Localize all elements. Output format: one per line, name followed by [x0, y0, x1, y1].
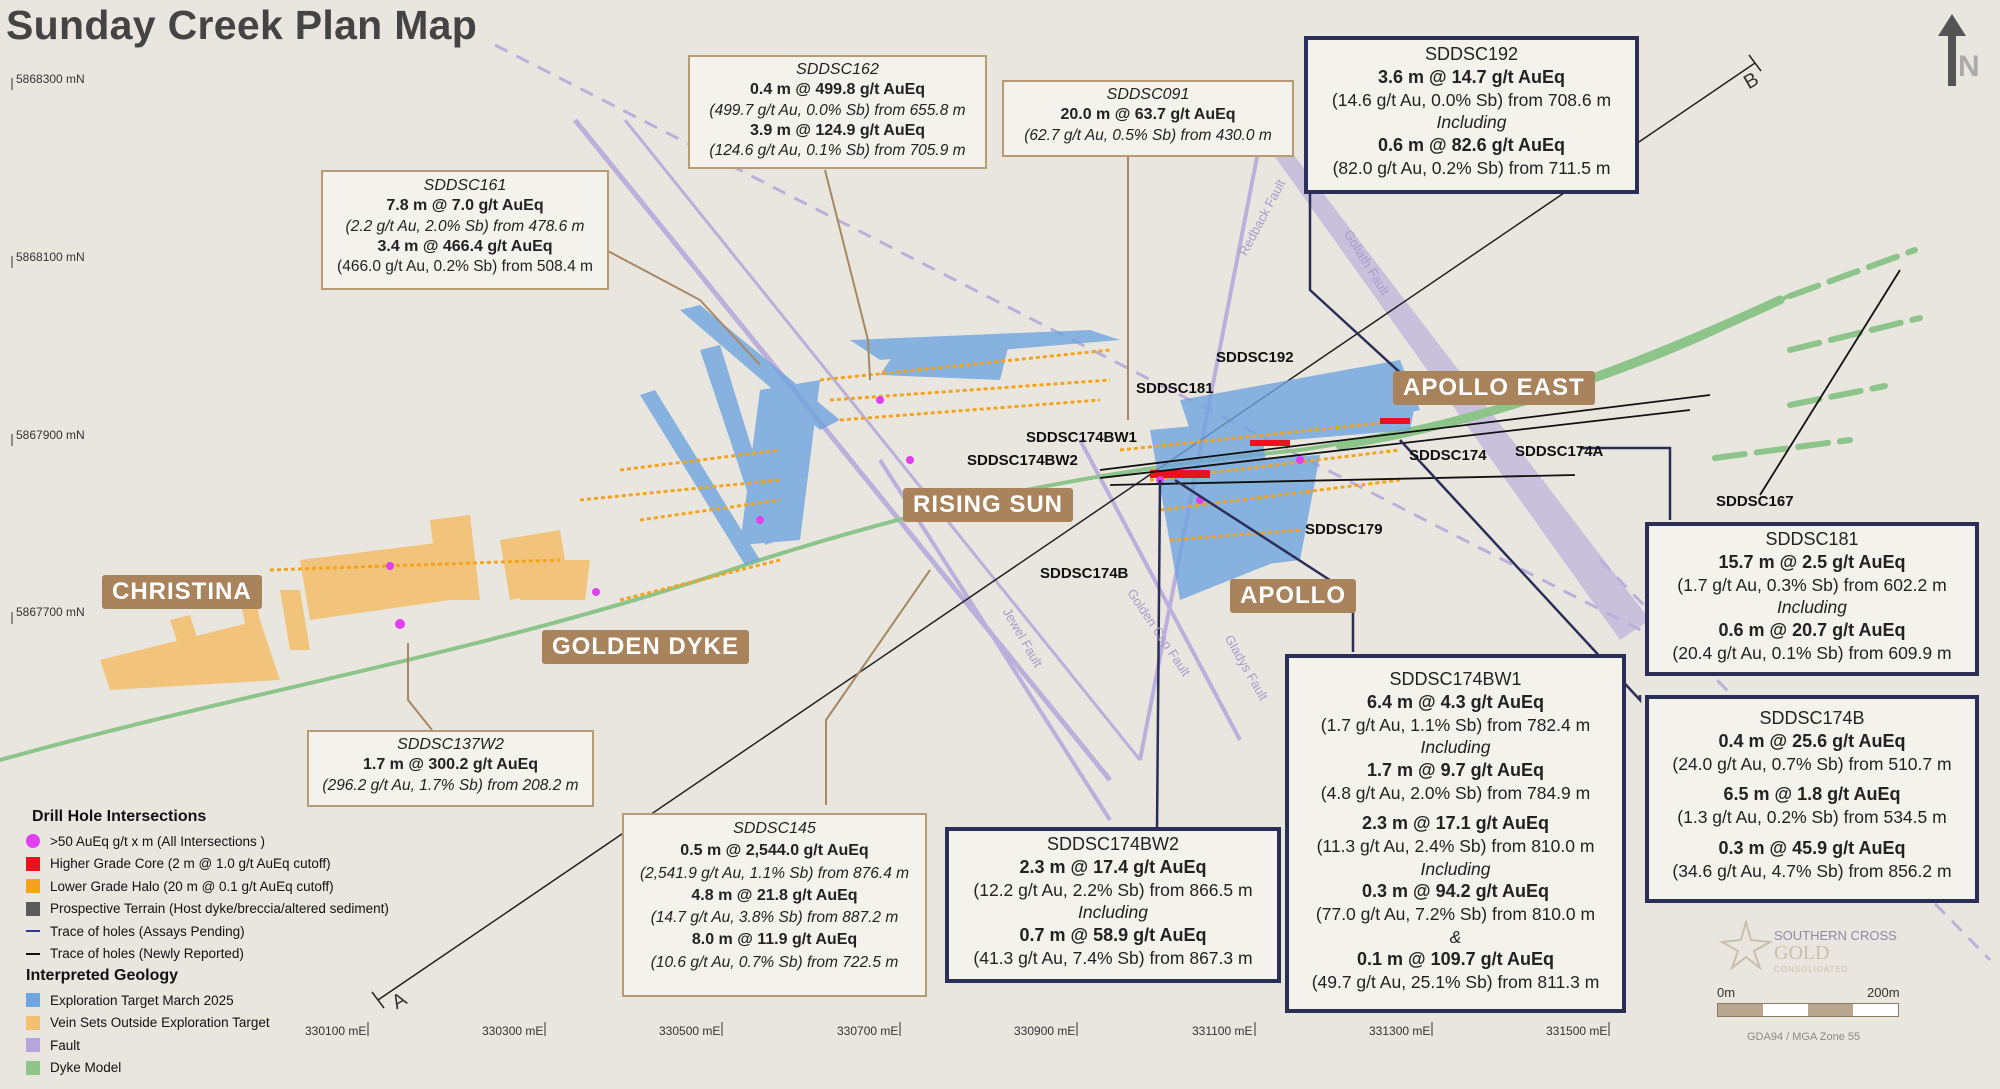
- legend-item: Higher Grade Core (2 m @ 1.0 g/t AuEq cu…: [26, 853, 389, 876]
- legend-swatch: [26, 930, 40, 933]
- legend-item: Fault: [26, 1034, 389, 1057]
- hole-label-sddsc174b: SDDSC174B: [1040, 565, 1129, 582]
- section-line-a-b: [377, 62, 1756, 1001]
- legend-swatch: [26, 993, 40, 1008]
- scale-datum: GDA94 / MGA Zone 55: [1747, 1031, 1861, 1043]
- northing-tick: 5867900 mN: [16, 428, 85, 442]
- easting-tick: 330300 mE: [482, 1024, 544, 1038]
- easting-tick: 331300 mE: [1369, 1024, 1431, 1038]
- area-label-golden-dyke: GOLDEN DYKE: [542, 630, 750, 664]
- result-box-sddsc091: SDDSC091 20.0 m @ 63.7 g/t AuEq (62.7 g/…: [1002, 80, 1294, 157]
- easting-tick: 331100 mE: [1192, 1024, 1253, 1038]
- result-box-sddsc145: SDDSC145 0.5 m @ 2,544.0 g/t AuEq (2,541…: [622, 813, 927, 997]
- result-box-sddsc174bw1: SDDSC174BW1 6.4 m @ 4.3 g/t AuEq (1.7 g/…: [1285, 654, 1626, 1013]
- hole-label-sddsc174bw2: SDDSC174BW2: [967, 452, 1078, 469]
- legend-item: Vein Sets Outside Exploration Target: [26, 1012, 389, 1035]
- legend-heading-geology: Interpreted Geology: [26, 967, 179, 984]
- legend-item: Exploration Target March 2025: [26, 989, 389, 1012]
- scale-end: 200m: [1867, 985, 1900, 1000]
- legend-swatch: [26, 879, 40, 894]
- legend-item: Lower Grade Halo (20 m @ 0.1 g/t AuEq cu…: [26, 875, 389, 898]
- scale-bar-graphic: [1717, 1003, 1899, 1017]
- result-box-sddsc181: SDDSC181 15.7 m @ 2.5 g/t AuEq (1.7 g/t …: [1645, 522, 1979, 676]
- result-box-sddsc162: SDDSC162 0.4 m @ 499.8 g/t AuEq (499.7 g…: [688, 55, 987, 169]
- legend-swatch: [26, 1060, 40, 1075]
- hole-label-sddsc167: SDDSC167: [1716, 493, 1794, 510]
- logo-line2: GOLD: [1774, 942, 1830, 964]
- legend: Drill Hole Intersections >50 AuEq g/t x …: [26, 806, 389, 1079]
- hole-label-sddsc192: SDDSC192: [1216, 349, 1294, 366]
- hole-label-sddsc174: SDDSC174: [1409, 447, 1487, 464]
- higher-grade-core: [1150, 418, 1410, 478]
- legend-swatch: [26, 952, 40, 955]
- legend-swatch: [26, 856, 40, 871]
- easting-tick: 330500 mE: [659, 1024, 721, 1038]
- result-box-sddsc174b: SDDSC174B 0.4 m @ 25.6 g/t AuEq (24.0 g/…: [1645, 695, 1979, 903]
- hole-label-sddsc181: SDDSC181: [1136, 380, 1214, 397]
- hole-label-sddsc174a: SDDSC174A: [1515, 443, 1604, 460]
- legend-item: Trace of holes (Newly Reported): [26, 943, 389, 966]
- northing-tick: 5867700 mN: [16, 605, 85, 619]
- legend-item: Trace of holes (Assays Pending): [26, 920, 389, 943]
- hole-label-sddsc179: SDDSC179: [1305, 521, 1383, 538]
- north-label: N: [1958, 50, 1980, 83]
- hole-label-sddsc174bw1: SDDSC174BW1: [1026, 429, 1137, 446]
- grid-ticks: [11, 78, 1610, 1036]
- result-box-sddsc192: SDDSC192 3.6 m @ 14.7 g/t AuEq (14.6 g/t…: [1304, 36, 1639, 194]
- result-box-sddsc161: SDDSC161 7.8 m @ 7.0 g/t AuEq (2.2 g/t A…: [321, 170, 609, 290]
- legend-swatch: [26, 1015, 40, 1030]
- legend-swatch: [26, 901, 40, 916]
- area-label-apollo: APOLLO: [1230, 579, 1356, 613]
- easting-tick: 330700 mE: [837, 1024, 899, 1038]
- star-logo-icon: [1718, 920, 1774, 970]
- legend-heading-intersections: Drill Hole Intersections: [32, 808, 207, 825]
- lower-grade-halo: [269, 348, 1411, 602]
- result-box-sddsc137w2: SDDSC137W2 1.7 m @ 300.2 g/t AuEq (296.2…: [307, 730, 594, 807]
- legend-swatch: [26, 834, 40, 849]
- north-arrow-icon: [1938, 14, 1966, 86]
- result-box-sddsc174bw2: SDDSC174BW2 2.3 m @ 17.4 g/t AuEq (12.2 …: [945, 827, 1281, 983]
- easting-tick: 330900 mE: [1014, 1024, 1076, 1038]
- drill-traces: [1099, 269, 1901, 496]
- legend-item: >50 AuEq g/t x m (All Intersections ): [26, 830, 389, 853]
- area-label-rising-sun: RISING SUN: [903, 488, 1074, 522]
- legend-item: Dyke Model: [26, 1057, 389, 1080]
- logo-line3: CONSOLIDATED: [1774, 965, 1849, 974]
- legend-swatch: [26, 1038, 40, 1053]
- area-label-christina: CHRISTINA: [102, 575, 262, 609]
- easting-tick: 331500 mE: [1546, 1024, 1608, 1038]
- area-label-apollo-east: APOLLO EAST: [1393, 371, 1595, 405]
- logo-line1: SOUTHERN CROSS: [1774, 928, 1897, 943]
- legend-item: Prospective Terrain (Host dyke/breccia/a…: [26, 898, 389, 921]
- vein-sets: [100, 515, 590, 690]
- northing-tick: 5868100 mN: [16, 250, 85, 264]
- scale-start: 0m: [1717, 985, 1736, 1000]
- northing-tick: 5868300 mN: [16, 72, 85, 86]
- easting-tick: 330100 mE: [305, 1024, 367, 1038]
- map-title: Sunday Creek Plan Map: [6, 2, 478, 48]
- leader-lines-tan: [407, 155, 1129, 805]
